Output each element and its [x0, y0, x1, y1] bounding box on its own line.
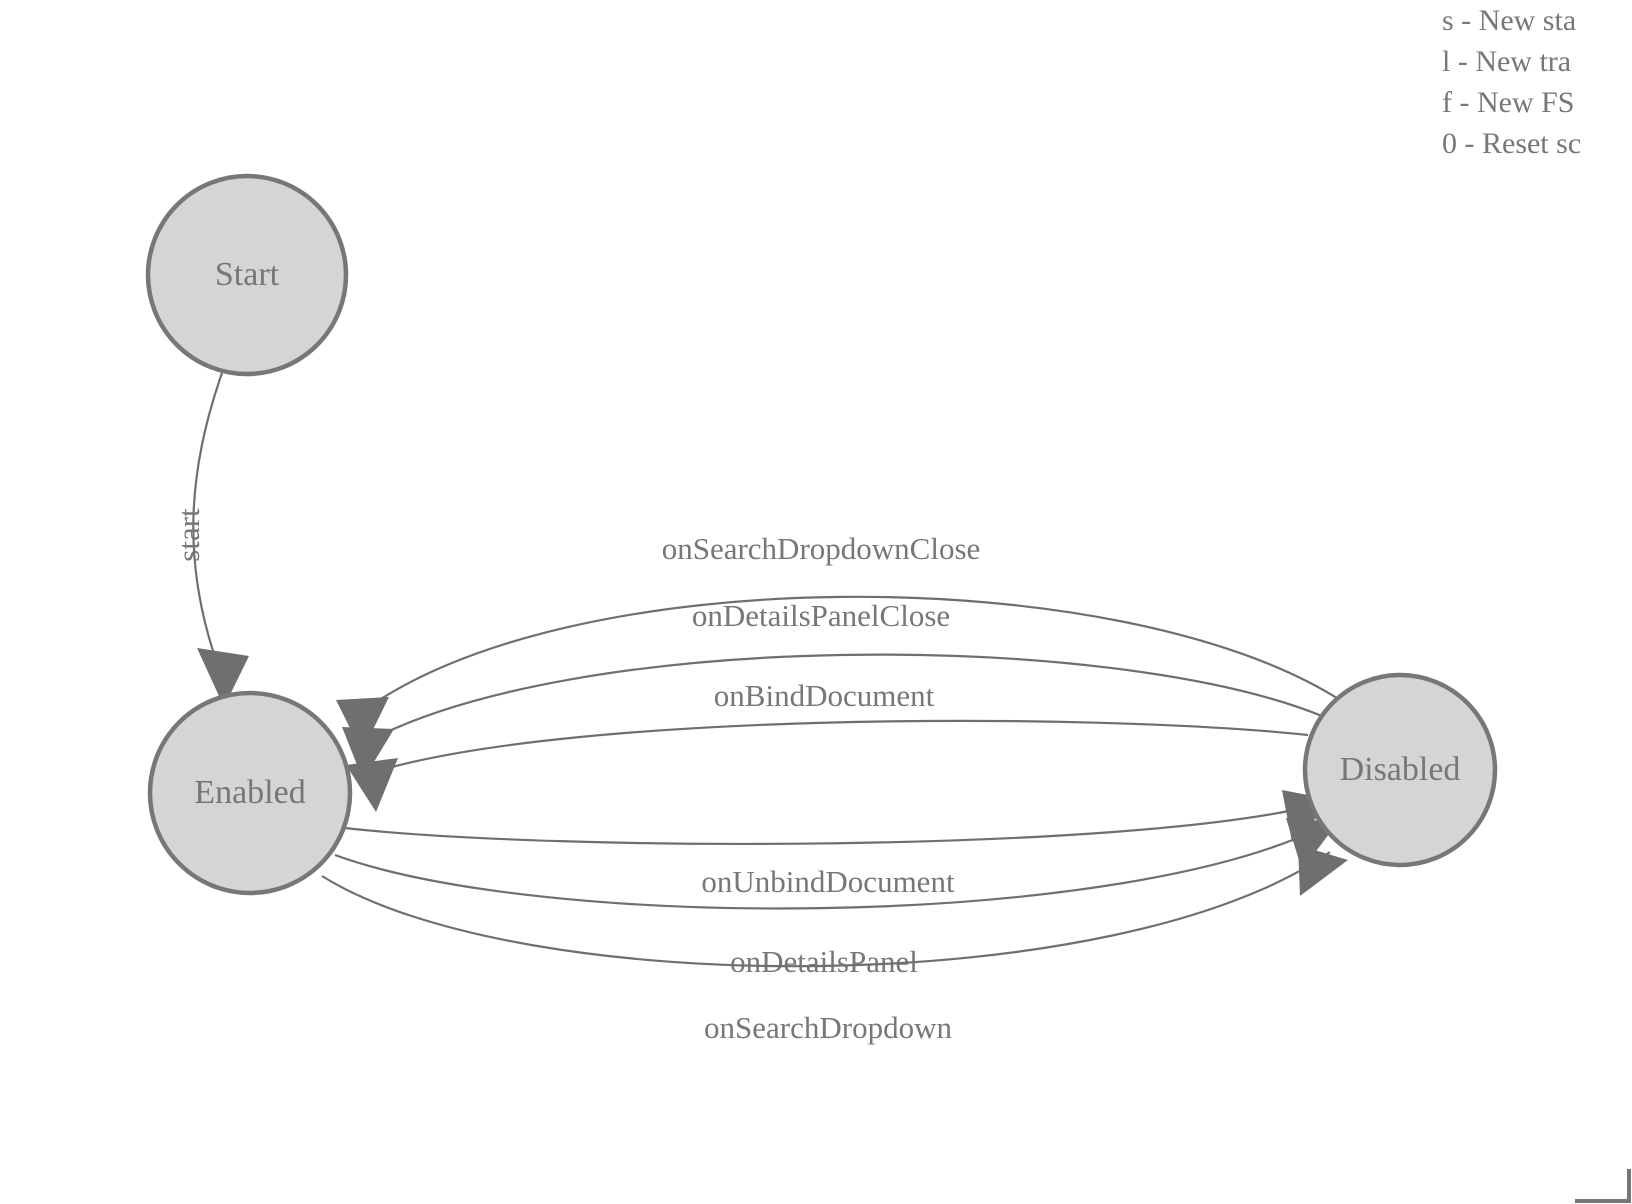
edge-enabled-to-disabled-unbind-document[interactable]: onUnbindDocument: [344, 790, 1334, 899]
arrowhead-start-to-enabled: [197, 648, 249, 707]
edge-label-unbind-document: onUnbindDocument: [701, 864, 955, 899]
edge-label-start: start: [171, 508, 206, 562]
state-node-enabled-label: Enabled: [194, 774, 305, 811]
edge-label-search-dropdown-close: onSearchDropdownClose: [662, 531, 981, 566]
edge-path-start-to-enabled[interactable]: [192, 372, 224, 661]
edge-path-bind-document[interactable]: [367, 719, 1309, 776]
edge-disabled-to-enabled-details-close[interactable]: onDetailsPanelClose: [342, 598, 1323, 780]
resize-handle-vertical-bar: [1627, 1169, 1631, 1203]
edge-label-details-panel: onDetailsPanel: [730, 944, 918, 979]
arrowhead-search-dropdown: [1298, 845, 1348, 896]
arrowhead-details-panel-close: [342, 727, 394, 780]
state-node-enabled-circle[interactable]: [147, 690, 353, 896]
state-node-disabled-circle[interactable]: [1302, 672, 1498, 868]
edge-label-details-panel-close: onDetailsPanelClose: [692, 598, 950, 633]
edge-disabled-to-enabled-search-close[interactable]: onSearchDropdownClose: [336, 531, 1341, 752]
edge-path-search-dropdown-close[interactable]: [357, 595, 1341, 716]
state-node-start-label: Start: [215, 256, 280, 293]
state-node-enabled[interactable]: Enabled: [147, 690, 353, 896]
edge-path-details-panel-close[interactable]: [362, 653, 1323, 745]
edge-start-to-enabled[interactable]: start: [171, 372, 249, 707]
resize-handle-horizontal-bar: [1575, 1199, 1631, 1203]
edge-path-search-dropdown[interactable]: [321, 851, 1331, 968]
edge-label-bind-document: onBindDocument: [714, 678, 935, 713]
edge-path-details-panel[interactable]: [334, 829, 1317, 910]
state-node-disabled-label: Disabled: [1340, 751, 1461, 788]
edge-path-unbind-document[interactable]: [344, 804, 1313, 845]
arrowhead-bind-document: [346, 758, 398, 812]
arrowhead-search-dropdown-close: [336, 697, 389, 752]
edge-label-search-dropdown: onSearchDropdown: [704, 1010, 952, 1045]
state-node-start[interactable]: Start: [145, 173, 349, 377]
state-node-start-circle[interactable]: [145, 173, 349, 377]
edge-disabled-to-enabled-bind-document[interactable]: onBindDocument: [346, 678, 1309, 812]
edge-enabled-to-disabled-search-dropdown[interactable]: onSearchDropdown: [321, 845, 1348, 1045]
state-node-disabled[interactable]: Disabled: [1302, 672, 1498, 868]
resize-handle[interactable]: [1575, 1169, 1631, 1203]
